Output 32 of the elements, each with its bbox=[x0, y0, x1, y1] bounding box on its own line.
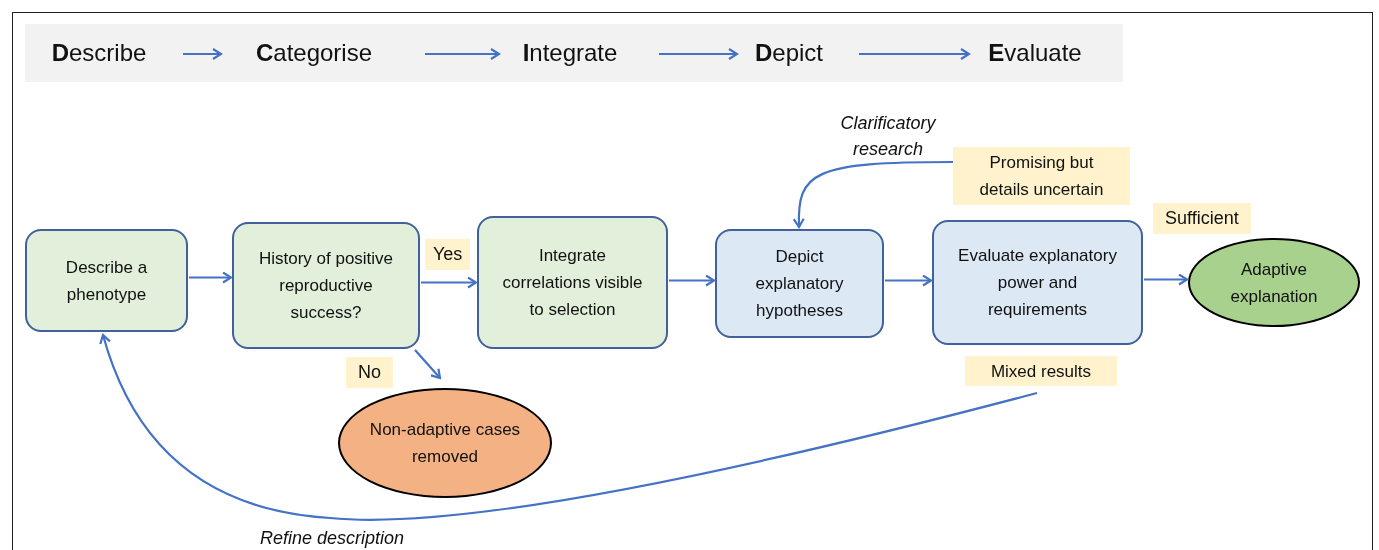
arrow bbox=[659, 47, 739, 61]
step-label: Integrate bbox=[503, 34, 637, 70]
edge-label: Clarificatory research bbox=[839, 112, 937, 161]
note-box: Mixed results bbox=[965, 356, 1117, 386]
process-box: Evaluate explanatory power and requirements bbox=[932, 220, 1143, 345]
arrow bbox=[183, 47, 223, 61]
edge-label: Yes bbox=[425, 239, 471, 270]
edge-label: Sufficient bbox=[1153, 203, 1251, 234]
outcome-ellipse: Non-adaptive cases removed bbox=[338, 388, 552, 498]
step-banner bbox=[25, 24, 1123, 82]
step-label: Depict bbox=[741, 34, 837, 70]
process-box: Integrate correlations visible to selection bbox=[477, 216, 668, 349]
step-label: Describe bbox=[37, 34, 161, 70]
arrow bbox=[669, 274, 716, 287]
arrow bbox=[99, 333, 1038, 521]
step-label: Categorise bbox=[225, 34, 403, 70]
arrow bbox=[425, 47, 501, 61]
arrow bbox=[885, 274, 933, 287]
arrow bbox=[859, 47, 971, 61]
edge-label: No bbox=[346, 357, 393, 388]
note-box: Promising but details uncertain bbox=[953, 147, 1130, 205]
outcome-ellipse: Adaptive explanation bbox=[1188, 238, 1360, 327]
process-box: Describe a phenotype bbox=[25, 229, 188, 332]
edge-label: Refine description bbox=[260, 527, 405, 549]
arrow bbox=[792, 160, 953, 229]
process-box: Depict explanatory hypotheses bbox=[715, 229, 884, 338]
step-label: Evaluate bbox=[973, 34, 1097, 70]
arrow bbox=[189, 271, 233, 284]
arrow bbox=[1144, 273, 1189, 286]
arrow bbox=[414, 349, 442, 380]
process-box: History of positive reproductive success? bbox=[232, 222, 420, 349]
arrow bbox=[421, 276, 478, 289]
